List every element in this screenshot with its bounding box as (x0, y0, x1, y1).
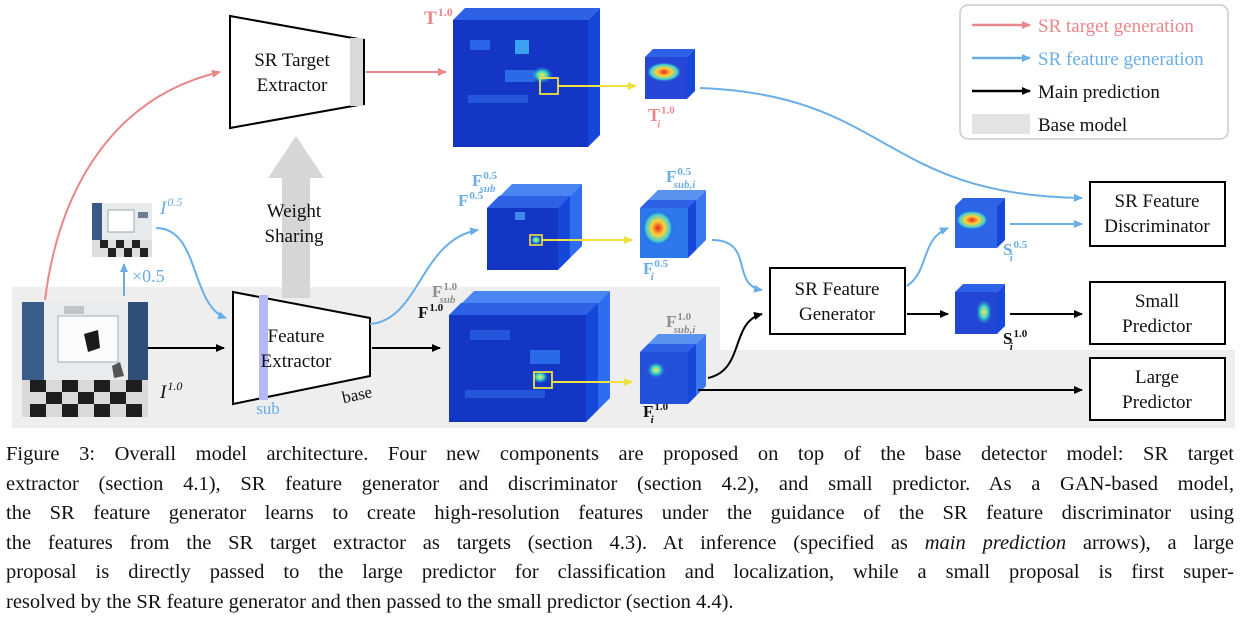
block-label: Generator (799, 304, 876, 325)
base-model-region (12, 287, 1235, 428)
input-image-full (22, 302, 148, 417)
feature-map-F-i-0.5 (640, 190, 706, 258)
block-label: SR Target (254, 50, 330, 71)
sr-target-extractor: SR Target Extractor (229, 14, 365, 130)
legend-item-main: Main prediction (972, 82, 1160, 103)
feature-map-T-i-1.0 (645, 49, 695, 99)
caption-line: the SR feature generator learns to creat… (6, 499, 1234, 529)
arrows-main (148, 310, 1083, 394)
block-label: Large (1135, 367, 1179, 388)
figure-caption: Figure 3: Overall model architecture. Fo… (6, 440, 1234, 617)
weight-sharing-label: Weight (267, 201, 322, 222)
arrows-sr-target (44, 68, 1083, 301)
caption-line: the features from the SR target extracto… (6, 529, 1234, 559)
block-label: Small (1135, 291, 1179, 312)
caption-line: Figure 3: Overall model architecture. Fo… (6, 440, 1234, 470)
architecture-diagram: SR target generation SR feature generati… (12, 4, 1235, 428)
feature-map-F-1.0 (449, 291, 610, 422)
caption-line: resolved by the SR feature generator and… (6, 588, 1234, 618)
feature-map-T-1.0 (453, 8, 600, 147)
label-F-0.5: F0.5 (458, 190, 484, 210)
block-label: Predictor (1122, 316, 1192, 337)
feature-map-F-i-1.0 (640, 334, 706, 404)
sub-label: sub (256, 399, 280, 418)
block-label: Extractor (261, 351, 332, 372)
caption-text: the SR feature generator learns to creat… (6, 502, 1234, 524)
label-I-1.0: I1.0 (159, 379, 182, 403)
sr-feature-discriminator: SR Feature Discriminator (1089, 181, 1226, 247)
scale-label: ×0.5 (132, 266, 165, 286)
weight-sharing-label: Sharing (264, 226, 324, 247)
feature-map-S-i-0.5 (955, 198, 1005, 248)
legend: SR target generation SR feature generati… (959, 4, 1229, 140)
legend-label: SR feature generation (1038, 49, 1204, 70)
caption-emphasis: main prediction (924, 531, 1067, 554)
caption-text: arrows), a large (1066, 531, 1234, 554)
feature-map-F-0.5 (487, 184, 582, 270)
block-label: Extractor (257, 75, 328, 96)
caption-text: Figure 3: Overall model architecture. Fo… (6, 443, 1234, 465)
caption-text: proposal is directly passed to the large… (6, 561, 1234, 583)
large-predictor: Large Predictor (1089, 357, 1226, 421)
legend-label: SR target generation (1038, 16, 1194, 37)
small-predictor: Small Predictor (1089, 281, 1226, 345)
legend-item-base: Base model (972, 114, 1127, 136)
label-I-0.5: I0.5 (159, 195, 182, 219)
block-label: SR Feature (1115, 191, 1200, 212)
caption-line: proposal is directly passed to the large… (6, 558, 1234, 588)
caption-line: extractor (section 4.1), SR feature gene… (6, 470, 1234, 500)
input-image-small (92, 203, 152, 257)
feature-extractor: Feature Extractor sub base (232, 290, 374, 418)
feature-map-S-i-1.0 (955, 284, 1005, 334)
caption-text: extractor (section 4.1), SR feature gene… (6, 472, 1234, 495)
legend-label: Base model (1038, 115, 1127, 136)
caption-text: resolved by the SR feature generator and… (6, 590, 734, 613)
legend-label: Main prediction (1038, 82, 1160, 103)
block-label: Feature (268, 326, 325, 347)
weight-sharing-arrow: Weight Sharing (264, 136, 324, 298)
block-label: Predictor (1122, 392, 1192, 413)
label-F-1.0: F1.0 (418, 302, 444, 322)
block-label: Discriminator (1104, 216, 1210, 237)
label-T-1.0: T1.0 (424, 5, 453, 29)
caption-text: the features from the SR target extracto… (6, 531, 925, 554)
legend-item-sr-target: SR target generation (972, 16, 1194, 37)
sr-feature-generator: SR Feature Generator (769, 267, 906, 335)
block-label: SR Feature (795, 279, 880, 300)
arrows-crop (542, 82, 637, 386)
arrows-sr-feature (120, 220, 1083, 325)
legend-item-sr-feature: SR feature generation (972, 49, 1204, 70)
